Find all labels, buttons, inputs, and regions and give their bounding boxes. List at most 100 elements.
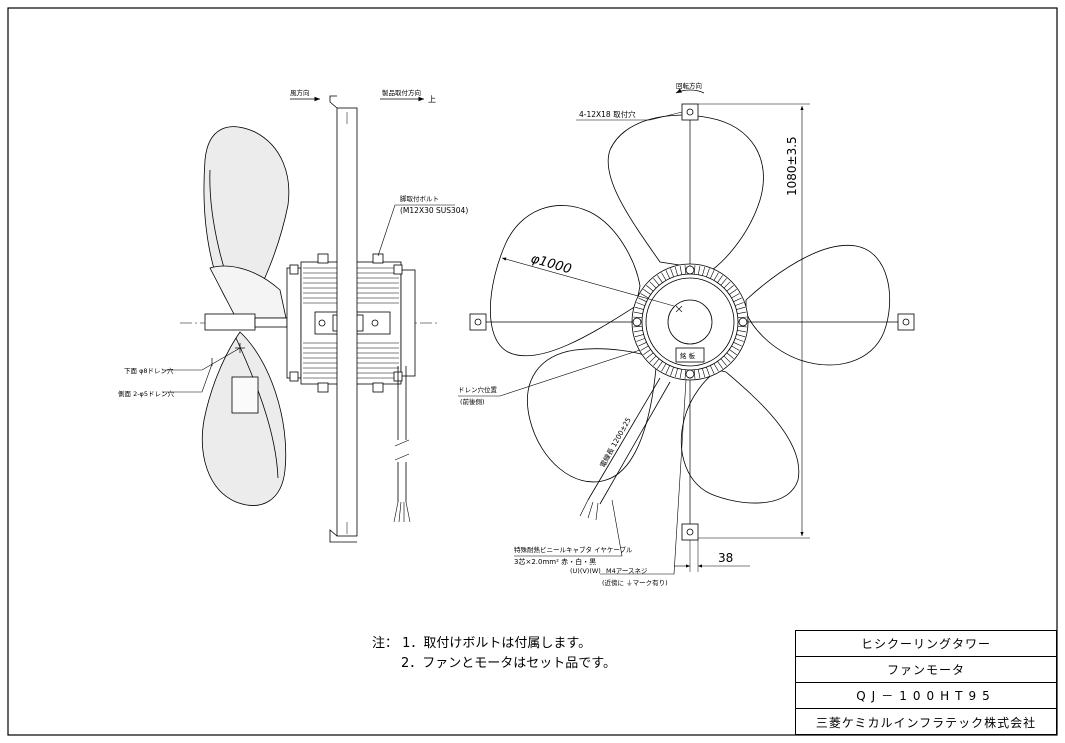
- motor-fin: [646, 352, 654, 359]
- motor-endcap-front: [286, 267, 302, 379]
- motor-fin: [638, 297, 647, 302]
- motor-fin: [736, 306, 746, 310]
- note-line-1: 注： 1．取付けボルトは付属します。: [372, 634, 616, 654]
- mount-bolt-label: 脚取付ボルト: [400, 194, 439, 203]
- fan-blade-lower-left: [527, 348, 657, 483]
- foot-bolt-top-left: [317, 253, 329, 264]
- motor-fin: [737, 325, 747, 328]
- motor-fin: [731, 345, 740, 351]
- motor-fin: [717, 361, 723, 369]
- fan-blade-top: [607, 114, 764, 271]
- foot-bolt-mid-bottom: [289, 371, 299, 382]
- motor-fin: [665, 365, 670, 374]
- nameplate-text: 銘 板: [680, 351, 696, 360]
- cable-label-line2: 3芯×2.0mm² 赤・白・黒: [514, 557, 596, 566]
- mounting-direction-label: 製品取付方向: [382, 88, 421, 97]
- ground-screw-note: (近傍に ⏚マーク有り): [602, 578, 668, 587]
- cable-spec-leader: [514, 499, 623, 557]
- housing-bolt-top: [685, 265, 695, 275]
- drain-position-leader: [458, 349, 641, 397]
- motor-fin: [729, 289, 737, 295]
- cable-label-line1: 特殊耐熱ビニールキャブタ イヤケーブル: [514, 545, 633, 554]
- note-item-1: 1．取付けボルトは付属します。: [402, 636, 592, 651]
- wind-direction-label: 風方向: [290, 88, 310, 97]
- front-view: [458, 88, 915, 575]
- motor-fin: [733, 342, 742, 347]
- title-part-name: ファンモータ: [796, 657, 1056, 683]
- motor-fin: [640, 345, 649, 351]
- motor-fin: [633, 316, 643, 319]
- mount-lug-bottom: [681, 523, 699, 541]
- notes-heading: 注：: [372, 636, 399, 651]
- nameplate: [675, 347, 705, 363]
- motor-fin: [657, 275, 663, 283]
- fan-blade-lower-right: [681, 369, 800, 504]
- motor-fin: [653, 278, 660, 286]
- motor-fin: [720, 358, 727, 366]
- front-cable-ends: [579, 499, 599, 521]
- side-cable: [397, 366, 407, 440]
- motor-fin: [706, 366, 710, 376]
- motor-fin: [649, 355, 657, 363]
- motor-fin: [670, 268, 674, 278]
- drain-position-sub: (前後側): [460, 397, 485, 406]
- motor-fin: [646, 285, 654, 292]
- motor-fin: [713, 272, 719, 281]
- foot-bolt-mid-top: [289, 264, 299, 275]
- side-view: [162, 95, 455, 543]
- motor-fin: [636, 302, 646, 306]
- fan-blade-right: [745, 244, 890, 366]
- motor-fin: [633, 311, 643, 314]
- mount-lug-left: [469, 313, 487, 331]
- note-line-2: 2．ファンとモータはセット品です。: [372, 654, 616, 674]
- motor-fin: [674, 266, 678, 276]
- motor-fin: [723, 355, 731, 363]
- fan-blades: [489, 114, 890, 504]
- motor-fin: [698, 265, 701, 275]
- motor-fin: [684, 265, 687, 275]
- motor-fin: [737, 330, 747, 333]
- ground-screw-leader: [600, 379, 687, 575]
- motor-fin: [634, 306, 644, 310]
- motor-fin: [710, 270, 715, 279]
- diameter-leader: [501, 257, 675, 307]
- bottom-drain-leader: [162, 347, 241, 371]
- motor-fin: [643, 349, 651, 355]
- side-drain-label: 側面 2-φ5ドレン穴: [118, 389, 174, 398]
- overall-dimension: 1080±3.5: [785, 136, 799, 196]
- side-cable-ends: [393, 501, 411, 523]
- notes: 注： 1．取付けボルトは付属します。 2．ファンとモータはセット品です。: [372, 634, 616, 674]
- motor-inner-ring: [645, 277, 735, 367]
- side-drain-leader: [162, 363, 213, 393]
- motor-fin: [679, 265, 682, 275]
- motor-fin: [737, 316, 747, 319]
- motor-fin: [737, 311, 747, 314]
- motor-fin: [734, 302, 744, 306]
- drain-position-label: ドレン穴位置: [458, 385, 498, 394]
- motor-fin: [670, 366, 674, 376]
- motor-fin: [674, 368, 678, 378]
- terminal-screw-right: [371, 319, 379, 327]
- rotation-arrow: [675, 88, 705, 94]
- title-product-series: ヒシクーリングタワー: [796, 631, 1056, 657]
- side-cable-lower: [397, 462, 407, 502]
- motor-fin: [729, 349, 737, 355]
- motor-fin: [726, 285, 734, 292]
- motor-fin: [706, 268, 710, 278]
- motor-fin: [731, 293, 740, 299]
- motor-radial-fins: [633, 265, 747, 379]
- motor-fin: [733, 297, 742, 302]
- sheet-border: [7, 7, 1058, 736]
- motor-fin: [643, 289, 651, 295]
- mounting-direction-up: 上: [428, 95, 436, 104]
- housing-bolt-right: [738, 317, 748, 327]
- foot-bolt-top-right: [372, 253, 384, 264]
- motor-fin: [653, 358, 660, 366]
- motor-fin: [634, 334, 644, 338]
- motor-fin: [734, 338, 744, 342]
- motor-fin: [717, 275, 723, 283]
- mounting-bar-top-flange: [329, 95, 338, 109]
- ground-screw-label: M4アースネジ: [606, 567, 648, 575]
- rotation-label: 回転方向: [676, 81, 702, 90]
